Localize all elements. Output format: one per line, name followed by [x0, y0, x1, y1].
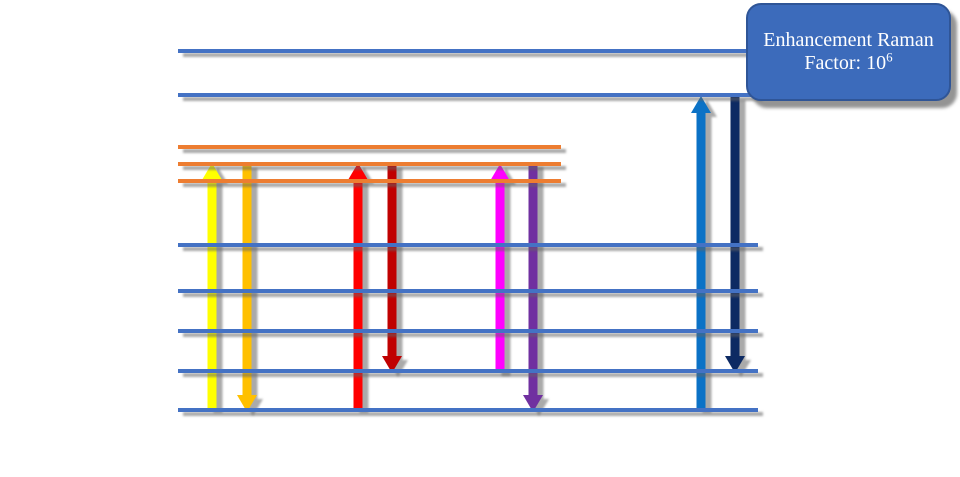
darkred-stokes-scattered-arrow [382, 164, 402, 373]
purple-antistokes-scattered-arrow-head [523, 395, 543, 412]
enhancement-callout-line2: Factor: 106 [804, 49, 893, 75]
purple-antistokes-scattered-arrow [523, 163, 543, 412]
red-excitation-arrow-head [348, 163, 368, 180]
virtual-level-1 [178, 179, 561, 183]
navy-resonance-stokes-arrow [725, 96, 745, 373]
navy-resonance-stokes-arrow-shaft [730, 96, 740, 357]
red-excitation-arrow-shaft [353, 179, 363, 409]
vibrational-level-1 [178, 369, 758, 373]
magenta-antistokes-excitation-arrow [490, 164, 510, 372]
enhancement-factor-callout: Enhancement Raman Factor: 106 [746, 3, 951, 101]
excited-electronic-level-1 [178, 93, 758, 97]
lightblue-resonance-excitation-arrow-shaft [696, 112, 706, 409]
gold-rayleigh-scattered-arrow [237, 164, 257, 412]
red-excitation-arrow [348, 163, 368, 409]
vibrational-level-4 [178, 243, 758, 247]
magenta-antistokes-excitation-arrow-shaft [495, 180, 505, 372]
darkred-stokes-scattered-arrow-shaft [387, 164, 397, 357]
enhancement-callout-exponent: 6 [886, 49, 893, 65]
darkred-stokes-scattered-arrow-head [382, 356, 402, 373]
excited-electronic-level-2 [178, 49, 758, 53]
enhancement-callout-line1: Enhancement Raman [763, 29, 934, 51]
vibrational-level-3 [178, 289, 758, 293]
magenta-antistokes-excitation-arrow-head [490, 164, 510, 181]
ground-vibrational-level [178, 408, 758, 412]
enhancement-callout-line2-text: Factor: 10 [804, 52, 887, 74]
gold-rayleigh-scattered-arrow-head [237, 395, 257, 412]
yellow-excitation-arrow-shaft [207, 179, 217, 409]
lightblue-resonance-excitation-arrow [691, 96, 711, 409]
yellow-excitation-arrow-head [202, 163, 222, 180]
lightblue-resonance-excitation-arrow-head [691, 96, 711, 113]
gold-rayleigh-scattered-arrow-shaft [242, 164, 252, 396]
purple-antistokes-scattered-arrow-shaft [528, 163, 538, 396]
navy-resonance-stokes-arrow-head [725, 356, 745, 373]
vibrational-level-2 [178, 329, 758, 333]
yellow-excitation-arrow [202, 163, 222, 409]
virtual-level-2 [178, 162, 561, 166]
virtual-level-3 [178, 145, 561, 149]
